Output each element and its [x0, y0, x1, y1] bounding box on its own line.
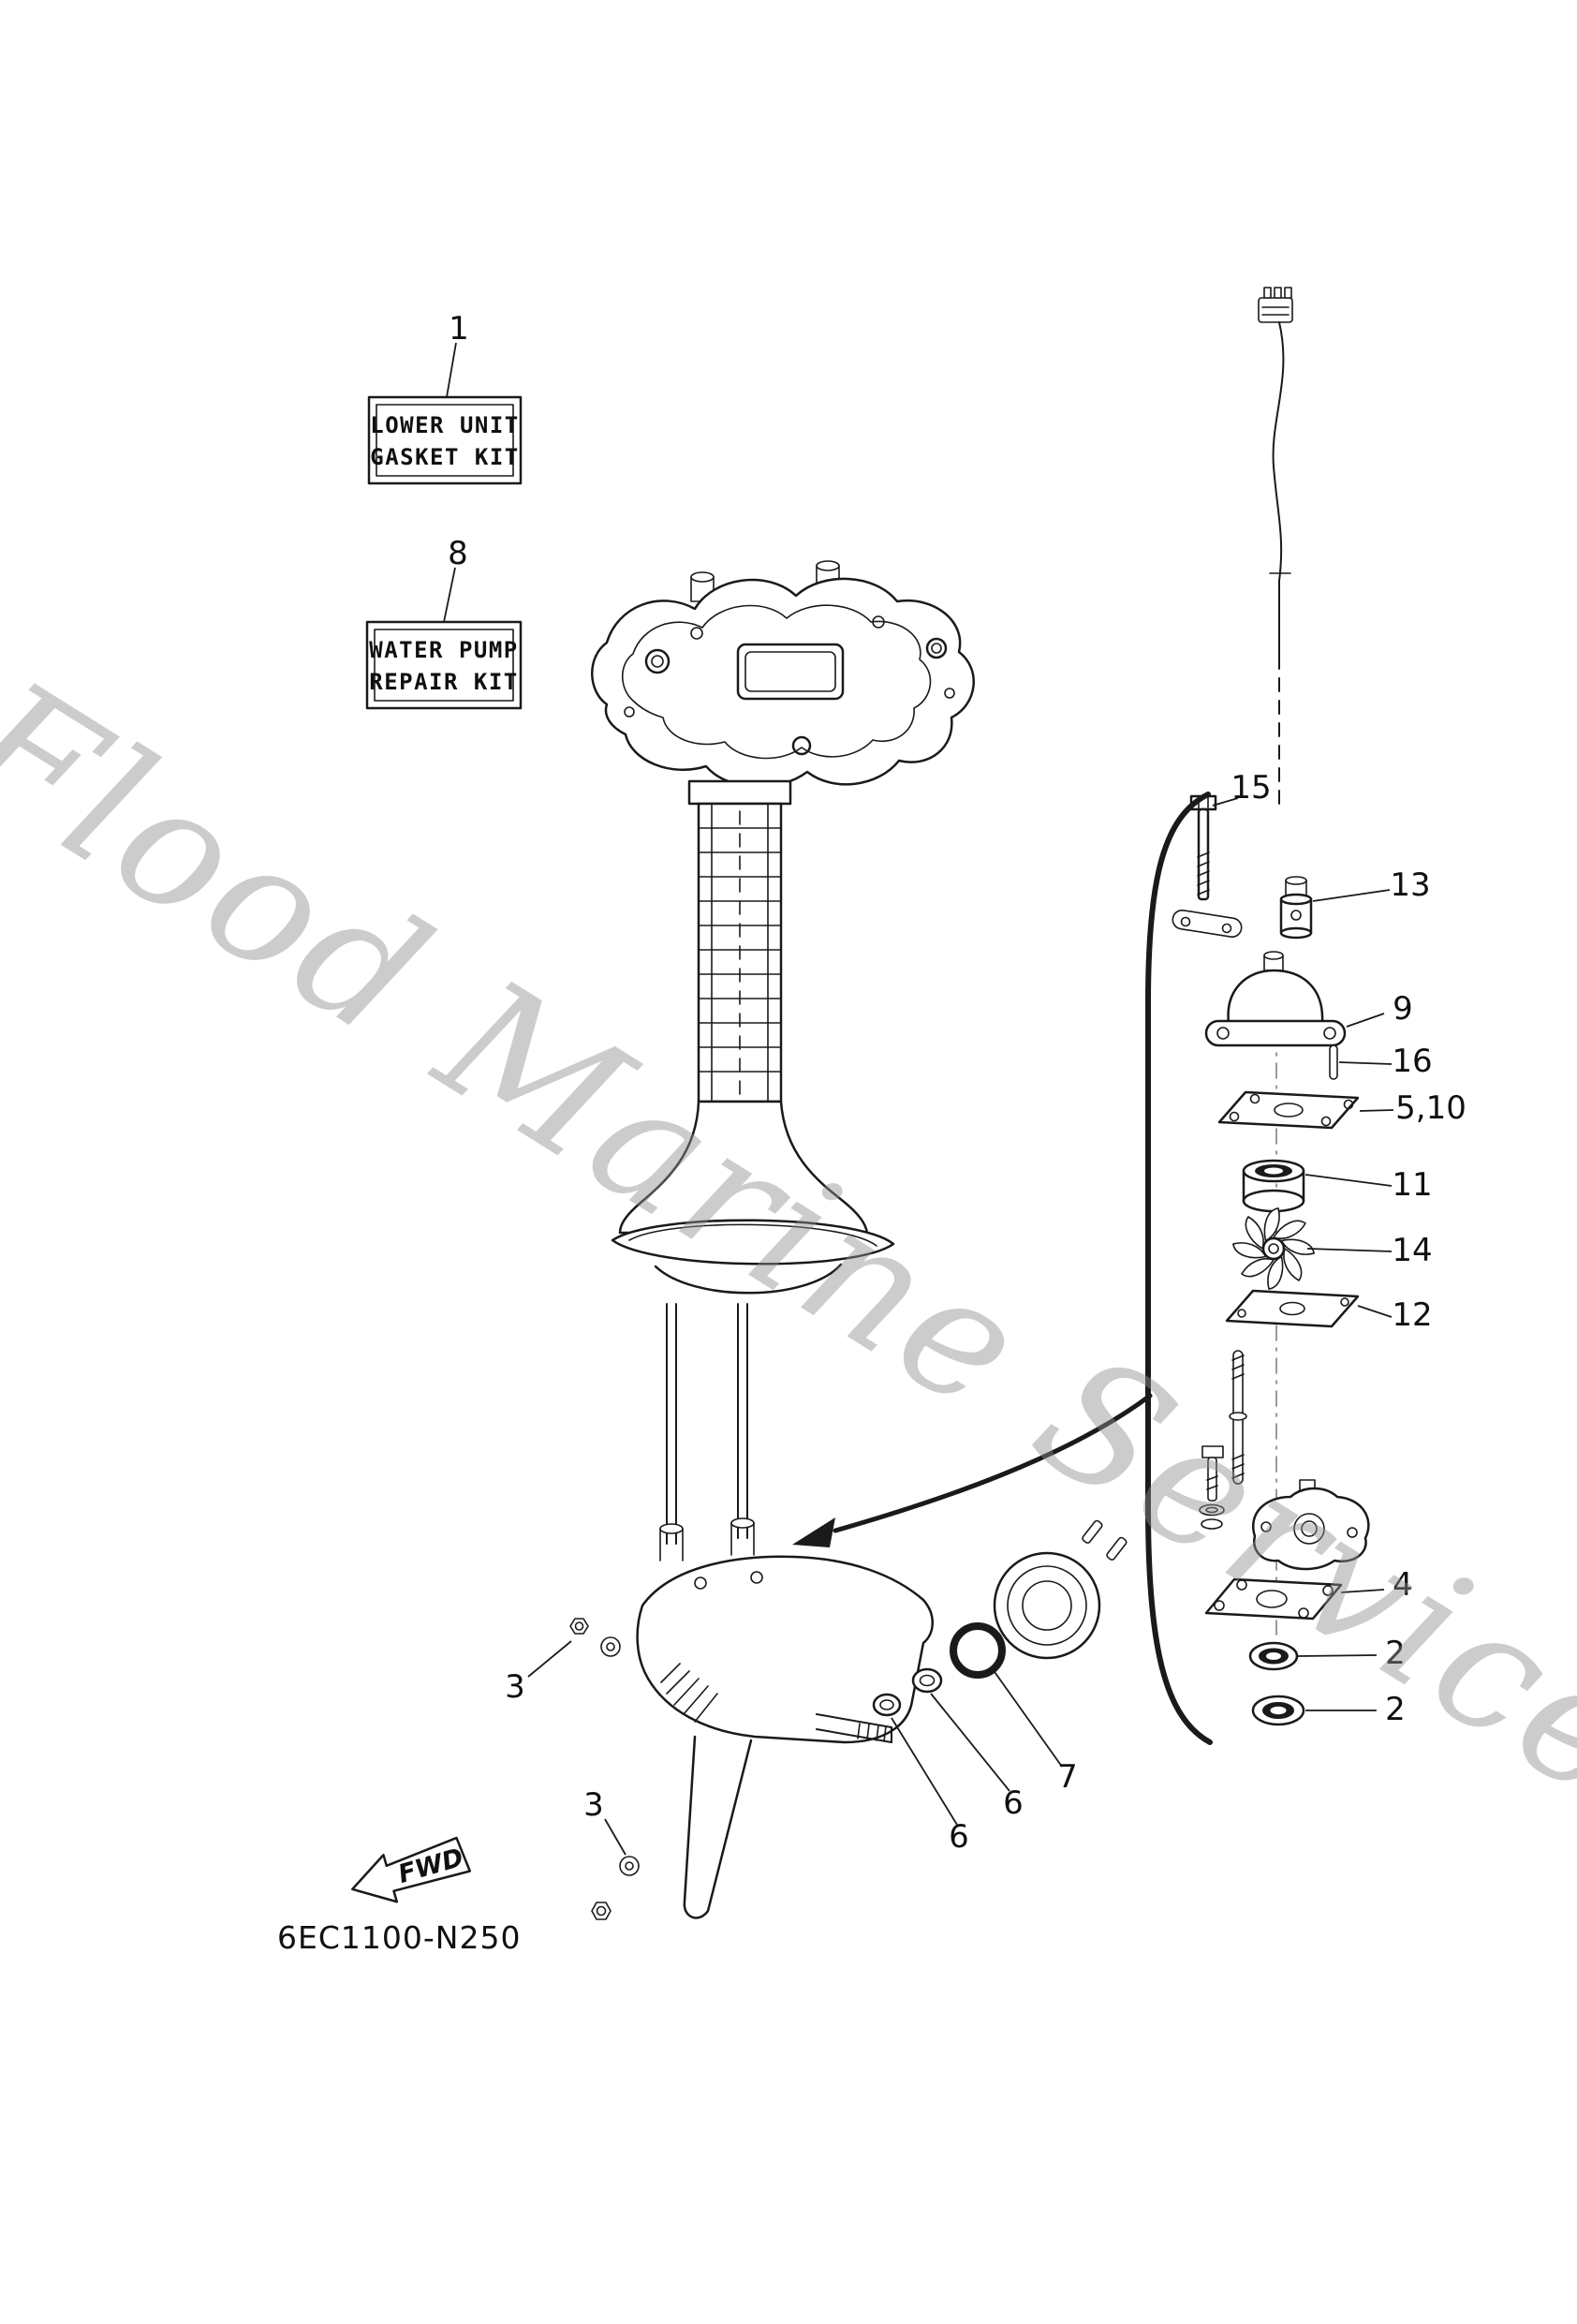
prop-shaft	[816, 1713, 892, 1743]
drive-tubes	[659, 1303, 755, 1562]
callout-7: 7	[1057, 1758, 1078, 1796]
plate-12	[1225, 1289, 1360, 1328]
callout-6a: 6	[949, 1818, 969, 1856]
seal-cup-11	[1242, 1159, 1305, 1213]
gasket-kit-label-line1: LOWER UNIT	[370, 412, 520, 438]
callout-8: 8	[448, 535, 468, 572]
driveshaft-column	[687, 779, 792, 1103]
fwd-arrow: FWD	[351, 1836, 472, 1903]
pump-stud	[1229, 1350, 1247, 1485]
impeller-14	[1232, 1207, 1315, 1290]
water-pump-kit-label-box	[365, 620, 523, 710]
oil-seal-2b	[1251, 1695, 1305, 1726]
upper-casing	[611, 1100, 895, 1295]
callout-1: 1	[449, 310, 469, 348]
clamp-bracket	[1172, 909, 1243, 939]
callout-15: 15	[1231, 769, 1271, 807]
pump-base	[1252, 1479, 1370, 1571]
mount-plate	[591, 560, 975, 789]
gasket-5-10	[1217, 1090, 1360, 1130]
oil-seal-6a	[872, 1693, 902, 1717]
callout-9: 9	[1393, 990, 1413, 1028]
callout-3b: 3	[583, 1786, 604, 1824]
water-intake-hatching	[660, 1663, 718, 1723]
bolt-15	[1189, 794, 1217, 901]
pump-housing-9	[1204, 951, 1347, 1047]
callout-12: 12	[1392, 1296, 1432, 1334]
water-pump-kit-label-line2: REPAIR KIT	[369, 669, 519, 695]
gasket-kit-label-line2: GASKET KIT	[370, 444, 520, 470]
gearcase	[636, 1555, 934, 1919]
oil-seal-2a	[1248, 1641, 1299, 1671]
skeg	[683, 1735, 753, 1919]
callout-6b: 6	[1003, 1784, 1024, 1822]
kit-bracket	[1145, 792, 1213, 1745]
o-ring-7	[950, 1622, 1006, 1679]
callout-2a: 2	[1385, 1635, 1406, 1672]
callout-4: 4	[1393, 1566, 1413, 1604]
screw-3a	[569, 1618, 621, 1657]
gasket-4	[1204, 1577, 1343, 1621]
callout-11: 11	[1392, 1166, 1432, 1204]
callout-2b: 2	[1385, 1691, 1406, 1728]
bolt-and-washers	[1199, 1445, 1225, 1530]
gasket-kit-label-box	[367, 395, 523, 485]
pin-16	[1329, 1044, 1338, 1080]
washer-3b	[591, 1856, 640, 1920]
diagram-code: 6EC1100-N250	[277, 1919, 521, 1956]
callout-3a: 3	[505, 1668, 525, 1706]
pointer-arrow	[792, 1393, 1153, 1547]
gasket-kit-label: 1 LOWER UNIT GASKET KIT	[367, 310, 523, 485]
callout-14: 14	[1392, 1232, 1432, 1269]
water-pump-kit-label: 8 WATER PUMP REPAIR KIT	[365, 535, 523, 710]
collar-6b	[911, 1667, 943, 1694]
callout-5-10: 5,10	[1395, 1089, 1466, 1127]
callout-numbers: 15 13 9 16 5,10 11 14 12 4 2 2 3 3 6 6 7	[505, 769, 1466, 1856]
water-pump-kit-label-line1: WATER PUMP	[369, 637, 519, 663]
water-tube	[1258, 287, 1293, 807]
bearing-housing	[993, 1519, 1127, 1660]
collar-13	[1279, 876, 1313, 940]
leader-lines	[443, 342, 1394, 1856]
callout-16: 16	[1392, 1043, 1432, 1080]
callout-13: 13	[1390, 866, 1430, 904]
